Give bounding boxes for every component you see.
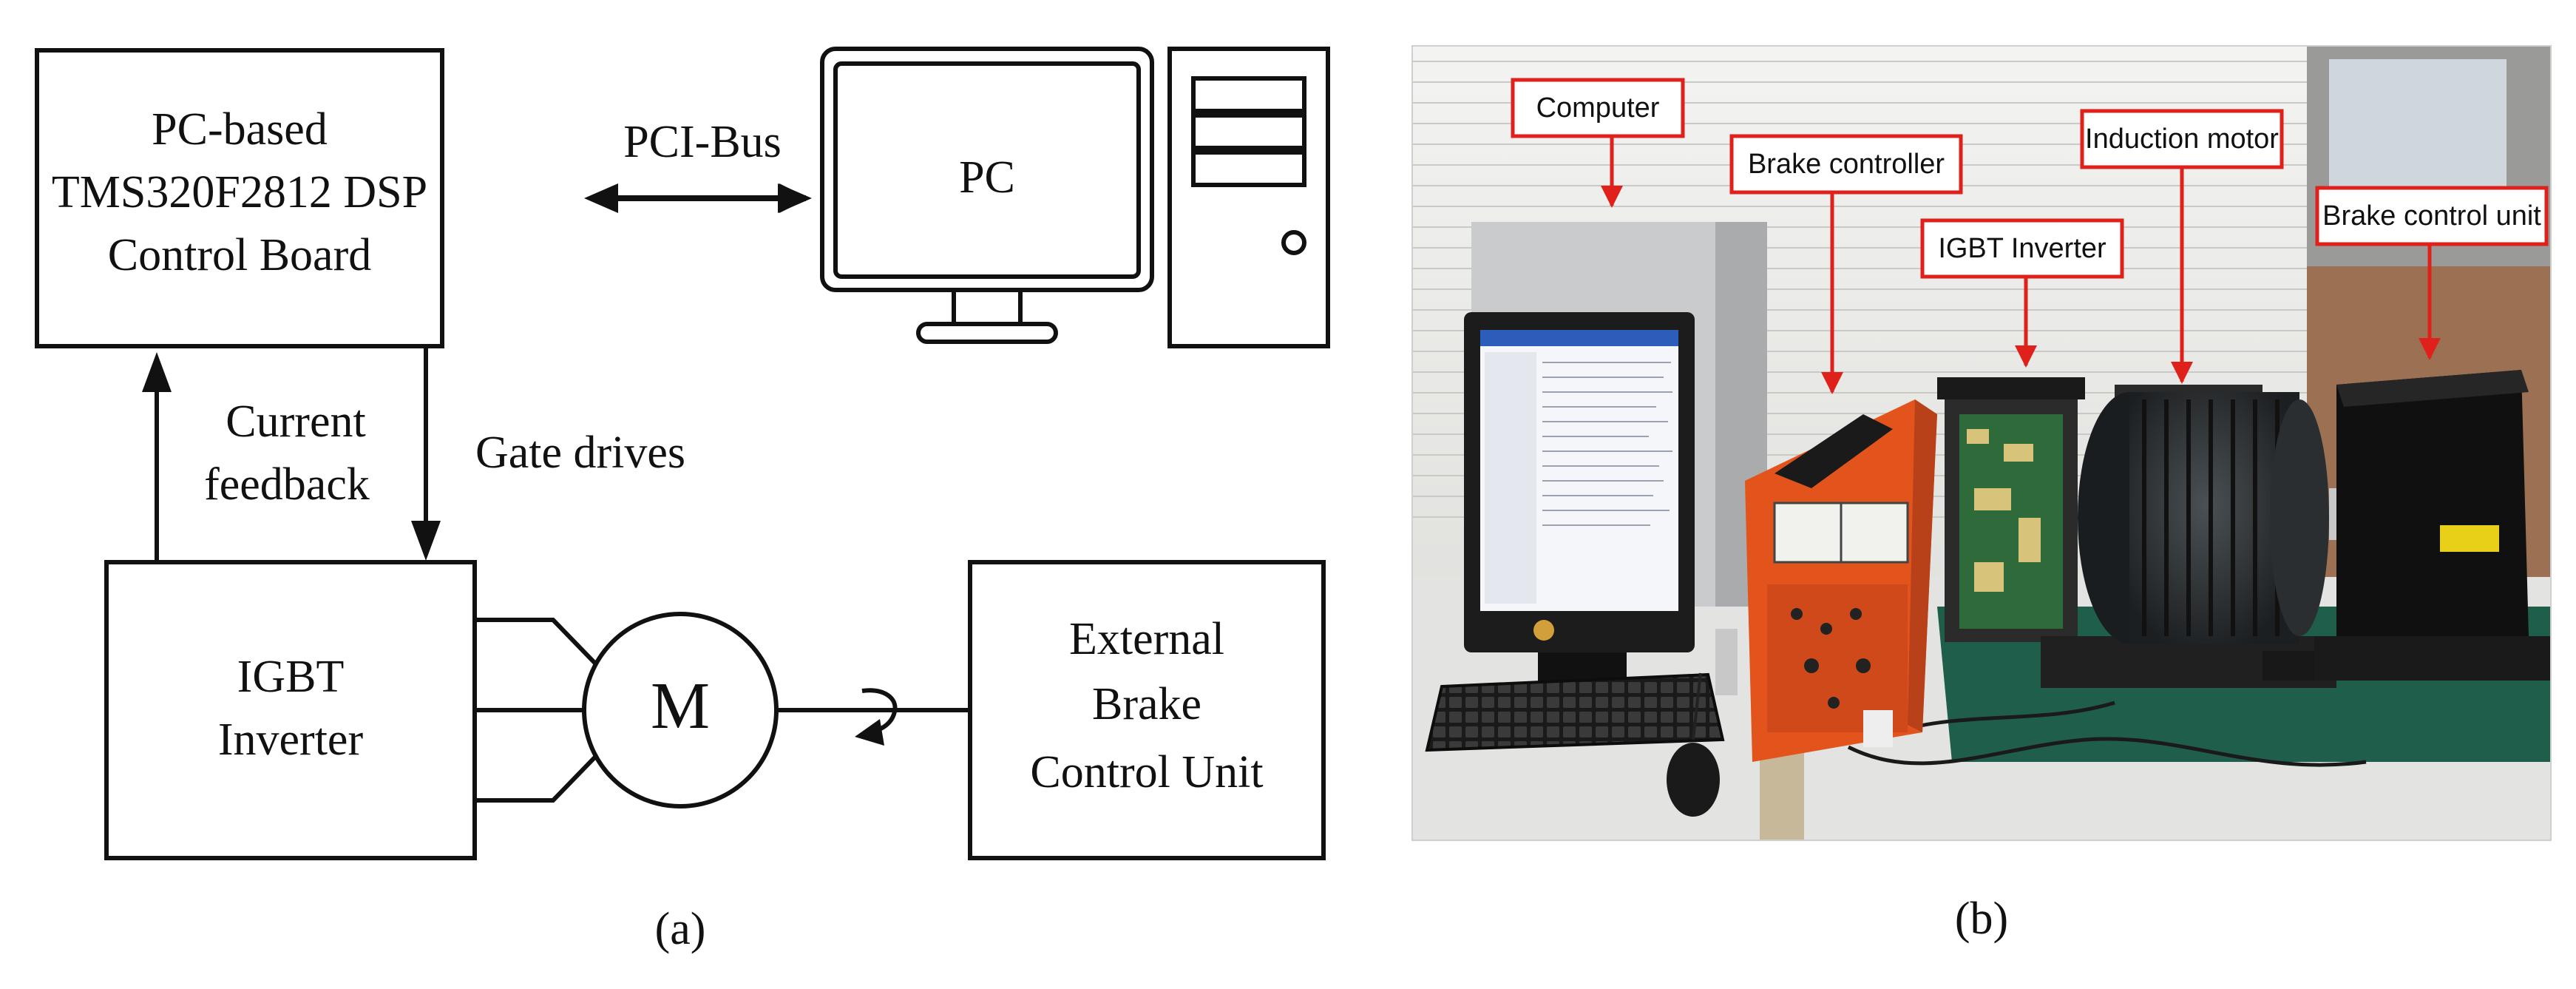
pci-bus-link: PCI-Bus: [584, 117, 812, 213]
dsp-control-board-block: PC-based TMS320F2812 DSP Control Board: [35, 48, 444, 348]
callout-computer: Computer: [1511, 78, 1685, 208]
photo-keyboard: [1425, 672, 1725, 752]
igbt-inverter-block: IGBT Inverter: [104, 560, 477, 860]
photo-igbt-inverter: [1937, 377, 2085, 642]
shaft-coupling: [776, 688, 970, 746]
dsp-board-label-3: Control Board: [108, 230, 371, 280]
brake-unit-label-2: Brake: [1092, 679, 1201, 729]
pc-tower-icon: [1167, 47, 1330, 348]
motor-label: M: [651, 669, 710, 743]
caption-b: (b): [1955, 894, 2008, 944]
label-induction-motor: Induction motor: [2085, 124, 2279, 155]
motor-symbol: M: [582, 612, 779, 809]
brake-unit-label-3: Control Unit: [1030, 747, 1263, 797]
caption-a: (a): [655, 904, 706, 954]
gate-drives-label: Gate drives: [475, 428, 685, 478]
pc-monitor-icon: PC: [820, 47, 1154, 344]
photo-brake-control-unit: [2314, 370, 2551, 681]
callout-induction-motor: Induction motor: [2080, 109, 2284, 384]
callout-brake-control-unit: Brake control unit: [2315, 186, 2549, 360]
current-feedback-label-1: Current: [226, 396, 365, 447]
photo-induction-motor: [2041, 385, 2359, 688]
callout-igbt-inverter: IGBT Inverter: [1920, 218, 2124, 368]
inverter-label-1: IGBT: [237, 652, 345, 702]
photo-brake-controller: [1715, 399, 1937, 762]
dsp-board-label-1: PC-based: [152, 104, 328, 155]
label-brake-control-unit: Brake control unit: [2322, 200, 2541, 232]
callout-brake-controller: Brake controller: [1729, 134, 1963, 394]
gate-drives-link: Gate drives: [411, 346, 685, 561]
pc-label: PC: [959, 152, 1015, 203]
three-phase-leads: [475, 618, 603, 803]
brake-unit-label-1: External: [1069, 614, 1224, 664]
label-igbt-inverter: IGBT Inverter: [1938, 233, 2106, 264]
photo-monitor: [1464, 312, 1695, 682]
panel-a-block-diagram: PC-based TMS320F2812 DSP Control Board P…: [35, 47, 1330, 954]
panel-b-photo: Computer Brake controller IGBT Inverter …: [1411, 45, 2552, 944]
label-brake-controller: Brake controller: [1748, 149, 1945, 180]
pci-bus-label: PCI-Bus: [623, 117, 782, 167]
dsp-board-label-2: TMS320F2812 DSP: [52, 167, 427, 217]
label-computer: Computer: [1536, 92, 1660, 124]
inverter-label-2: Inverter: [218, 715, 364, 765]
current-feedback-label-2: feedback: [204, 459, 370, 510]
photo-mouse: [1667, 672, 1720, 817]
brake-control-unit-block: External Brake Control Unit: [968, 560, 1326, 860]
current-feedback-link: Current feedback: [142, 352, 370, 562]
